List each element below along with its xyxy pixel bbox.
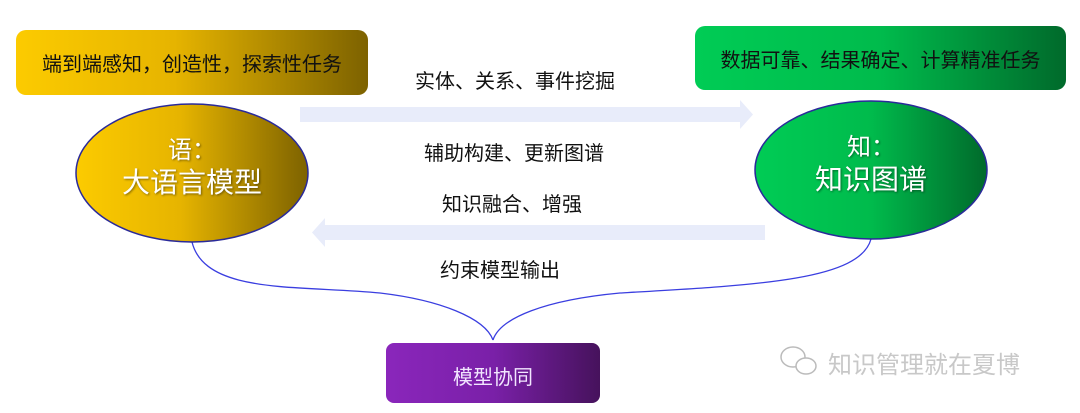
llm-title: 语： 大语言模型 [92, 135, 292, 200]
label-constrain-output: 约束模型输出 [440, 258, 560, 282]
kg-task-box: 数据可靠、结果确定、计算精准任务 [695, 26, 1066, 90]
kg-title: 知： 知识图谱 [771, 132, 971, 197]
llm-ellipse [75, 103, 309, 243]
llm-title-full: 大语言模型 [121, 166, 262, 199]
collab-box-bg [386, 343, 600, 403]
llm-task-box: 端到端感知，创造性，探索性任务 [16, 30, 368, 95]
label-assist-build: 辅助构建、更新图谱 [424, 141, 604, 165]
watermark: 知识管理就在夏博 [828, 351, 1020, 379]
wechat-icon [780, 346, 817, 375]
connector-kg-to-collab [492, 238, 872, 341]
arrow-kg-to-llm [312, 218, 765, 247]
kg-title-short: 知： [847, 133, 895, 161]
kg-title-full: 知识图谱 [814, 163, 927, 196]
kg-ellipse [754, 100, 988, 240]
arrow-llm-to-kg [300, 100, 753, 129]
label-knowledge-fusion: 知识融合、增强 [442, 192, 582, 216]
collab-box-text: 模型协同 [453, 365, 533, 389]
llm-title-short: 语： [168, 136, 216, 164]
connector-llm-to-collab [191, 241, 494, 341]
kg-task-text: 数据可靠、结果确定、计算精准任务 [720, 47, 1041, 72]
label-entity-mining: 实体、关系、事件挖掘 [415, 69, 615, 93]
llm-task-text: 端到端感知，创造性，探索性任务 [42, 52, 342, 76]
